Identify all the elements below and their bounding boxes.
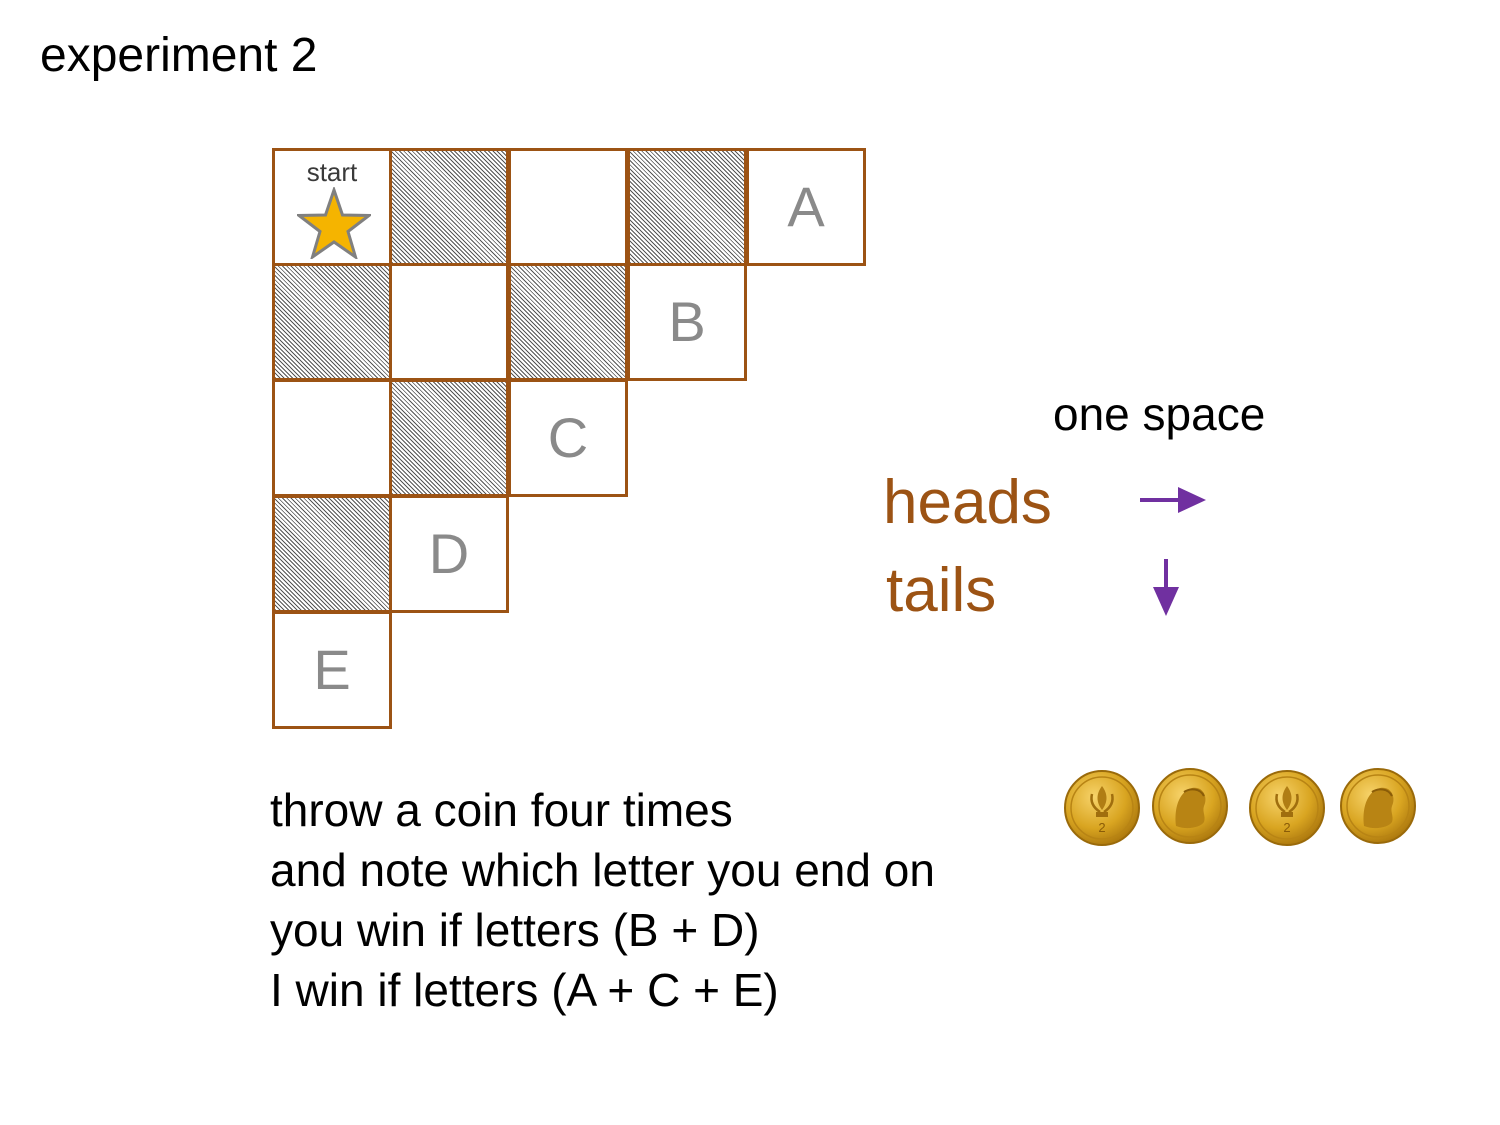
board-cell-shaded — [272, 263, 392, 381]
arrow-down-icon — [1153, 559, 1179, 616]
coin-heads-icon: 2 — [1249, 770, 1325, 846]
letter-e: E — [313, 638, 351, 701]
board-cell-shaded — [627, 148, 747, 266]
instructions: throw a coin four times and note which l… — [270, 780, 935, 1020]
letter-b: B — [668, 290, 706, 353]
instruction-line: I win if letters (A + C + E) — [270, 964, 779, 1016]
coin-heads-icon: 2 — [1064, 770, 1140, 846]
start-cell: start — [272, 148, 392, 266]
letter-c: C — [547, 406, 589, 469]
arrow-right-icon — [1140, 487, 1206, 513]
svg-text:2: 2 — [1283, 820, 1290, 835]
one-space-label: one space — [1053, 388, 1266, 440]
cell-a: A — [746, 148, 866, 266]
instruction-line: you win if letters (B + D) — [270, 904, 760, 956]
coin-tails-icon — [1152, 768, 1228, 844]
board-cell-shaded — [389, 379, 509, 497]
board-cell-shaded — [272, 495, 392, 613]
board-cell — [389, 263, 509, 381]
heads-label: heads — [883, 468, 1052, 537]
cell-e: E — [272, 611, 392, 729]
start-label: start — [306, 157, 358, 187]
coins-row: 2 2 — [1064, 768, 1416, 846]
svg-text:2: 2 — [1098, 820, 1105, 835]
board-cell-shaded — [508, 263, 628, 381]
board-cell — [272, 379, 392, 497]
letter-d: D — [428, 522, 470, 585]
instruction-line: and note which letter you end on — [270, 844, 935, 896]
board-cell-shaded — [389, 148, 509, 266]
cell-d: D — [389, 495, 509, 613]
star-icon — [297, 187, 371, 259]
instruction-line: throw a coin four times — [270, 784, 733, 836]
coin-tails-icon — [1340, 768, 1416, 844]
cell-b: B — [627, 263, 747, 381]
cell-c: C — [508, 379, 628, 497]
letter-a: A — [787, 175, 825, 238]
board-cell — [508, 148, 628, 266]
page-title: experiment 2 — [40, 29, 318, 82]
tails-label: tails — [886, 556, 997, 625]
